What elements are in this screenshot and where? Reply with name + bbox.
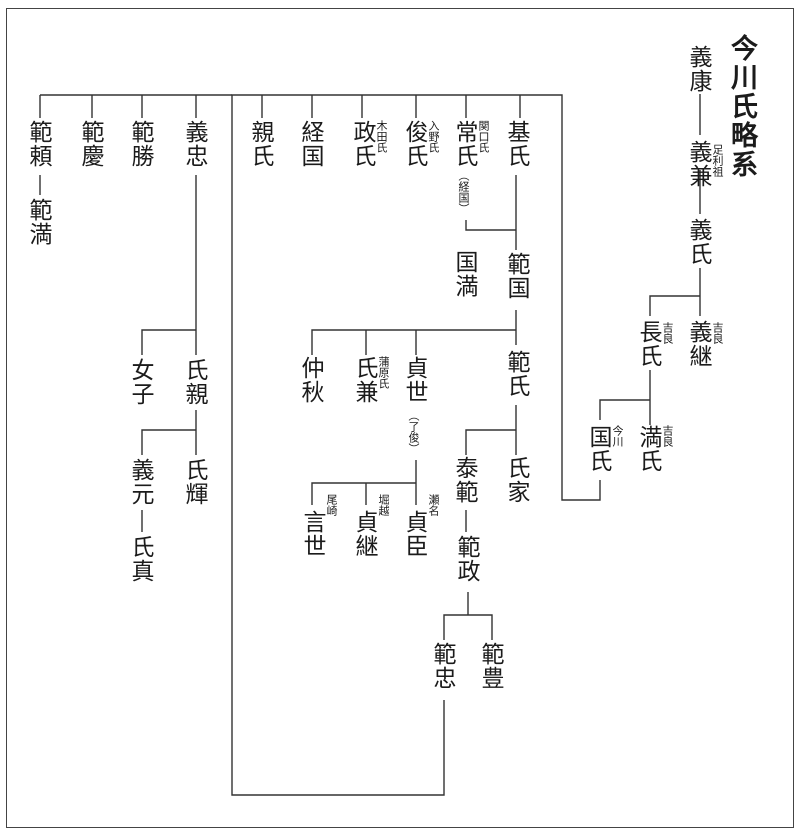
name-nakaaki: 仲秋: [297, 356, 323, 404]
name-noritada: 範忠: [429, 642, 455, 690]
name-yoshimoto: 義元: [127, 458, 153, 506]
name-ujizane: 氏真: [127, 535, 153, 583]
name-masauji: 政氏: [349, 120, 375, 168]
name-noritoyo: 範豊: [477, 642, 503, 690]
name-ujichika: 氏親: [181, 358, 207, 406]
note-kida: 木田氏: [375, 120, 388, 153]
name-chikauji: 親氏: [247, 120, 273, 168]
name-yoshitsugu: 義継: [685, 320, 711, 368]
name-norimitsu: 範満: [25, 198, 51, 246]
name-norikatsu: 範勝: [127, 120, 153, 168]
note-kira-2: 吉良: [661, 322, 674, 344]
name-norikuni: 範国: [503, 252, 529, 300]
name-kuniuji: 国氏: [585, 425, 611, 473]
note-ozaki: 尾崎: [325, 494, 338, 516]
name-noriuji: 範氏: [503, 350, 529, 398]
name-yoshitada: 義忠: [181, 120, 207, 168]
name-noriyoshi: 範慶: [77, 120, 103, 168]
note-kamahara: 蒲原氏: [377, 356, 390, 389]
name-tsuneuji: 常氏: [451, 120, 477, 168]
name-sadayo: 貞世: [401, 356, 427, 404]
name-noriyori: 範頼: [25, 120, 51, 168]
name-nagauji: 長氏: [635, 320, 661, 368]
name-sadaomi: 貞臣: [401, 510, 427, 558]
name-ujikane: 氏兼: [351, 356, 377, 404]
note-ryoshun: （了俊）: [407, 410, 420, 454]
name-tsunekuni: 経国: [297, 120, 323, 168]
name-kunimitsu: 国満: [451, 250, 477, 298]
name-ujiteru: 氏輝: [181, 458, 207, 506]
name-sadatsugu: 貞継: [351, 510, 377, 558]
note-kira-3: 吉良: [661, 425, 674, 447]
name-toshiuji: 俊氏: [401, 120, 427, 168]
name-ujiie: 氏家: [503, 456, 529, 504]
note-irino: 入野氏: [427, 120, 440, 153]
note-kira-1: 吉良: [711, 322, 724, 344]
note-sekiguchi: 関口氏: [477, 120, 490, 153]
name-yoshiyasu: 義康: [685, 45, 711, 93]
name-motouji: 基氏: [503, 120, 529, 168]
name-yasunori: 泰範: [451, 456, 477, 504]
name-norimasa: 範政: [453, 535, 479, 583]
note-keikoku: （経国）: [457, 170, 470, 214]
note-ashikaga-so: 足利祖: [711, 144, 724, 177]
name-mitsuuji: 満氏: [635, 425, 661, 473]
chart-frame: [6, 8, 794, 828]
name-joshi: 女子: [127, 358, 153, 406]
name-kotoyo: 言世: [299, 510, 325, 558]
chart-title: 今川氏略系: [726, 34, 757, 179]
name-yoshikane: 義兼: [685, 140, 711, 188]
note-senna: 瀬名: [427, 494, 440, 516]
note-horikoshi: 堀越: [377, 494, 390, 516]
name-yoshiuji: 義氏: [685, 218, 711, 266]
note-imagawa: 今川: [611, 425, 624, 447]
